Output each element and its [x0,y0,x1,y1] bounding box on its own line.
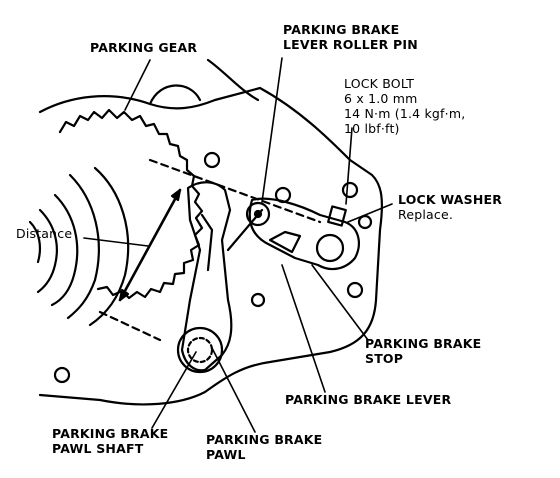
bolt-hole-7 [250,292,266,308]
label-lock-washer: LOCK WASHER Replace. [398,192,503,222]
pawl-body [180,181,233,372]
gear-arc-1 [66,173,100,320]
bolt-hole-5 [346,281,364,299]
label-roller-pin: PARKING BRAKE LEVER ROLLER PIN [283,22,418,52]
distance-leader [83,237,149,247]
label-parking-gear: PARKING GEAR [90,40,198,55]
pawl-shaft-leader [151,351,197,429]
brake-lever-leader [281,264,326,393]
roller-pin-leader [261,57,283,203]
lock-washer-leader [347,203,393,223]
housing-rib-2 [206,58,260,102]
brake-lever-notch [268,230,302,254]
lever-pivot [315,233,345,263]
pawl-leader [211,347,256,433]
brake-stop-leader [311,264,369,341]
pawl-shaft [176,326,224,374]
housing-rib [148,84,202,106]
label-pawl-shaft: PARKING BRAKE PAWL SHAFT [52,426,169,456]
label-distance: Distance [16,226,73,241]
parking-gear-teeth [58,108,204,300]
label-pawl: PARKING BRAKE PAWL [206,432,323,462]
gear-arc-2 [50,193,79,307]
bolt-hole-6 [53,366,71,384]
lock-bolt-leader [345,127,353,205]
label-brake-lever: PARKING BRAKE LEVER [285,392,452,407]
distance-arrowhead-bottom [118,288,130,302]
brake-lever-body [248,197,360,271]
bolt-hole-1 [203,151,221,169]
label-lock-bolt: LOCK BOLT 6 x 1.0 mm 14 N·m (1.4 kgf·m, … [344,76,466,136]
label-brake-stop: PARKING BRAKE STOP [365,336,482,366]
dashed-guide-2 [98,310,162,342]
case-housing-outline [38,86,383,406]
gear-arc-outer [88,166,130,327]
bolt-hole-4 [357,214,373,230]
dashed-guide [148,158,322,224]
gear-arc-3 [36,208,58,294]
roller-pin-center [253,209,263,219]
pawl-inner-edge [200,213,214,272]
gear-arc-inner [28,220,41,264]
lock-washer [327,205,347,227]
parking-gear-leader [124,59,151,111]
bolt-hole-2 [274,186,292,204]
pawl-shaft-inner [186,336,214,364]
distance-arrowhead-top [170,188,182,202]
bolt-hole-3 [341,181,359,199]
distance-arrow [118,188,182,302]
roller-pin [245,201,271,227]
